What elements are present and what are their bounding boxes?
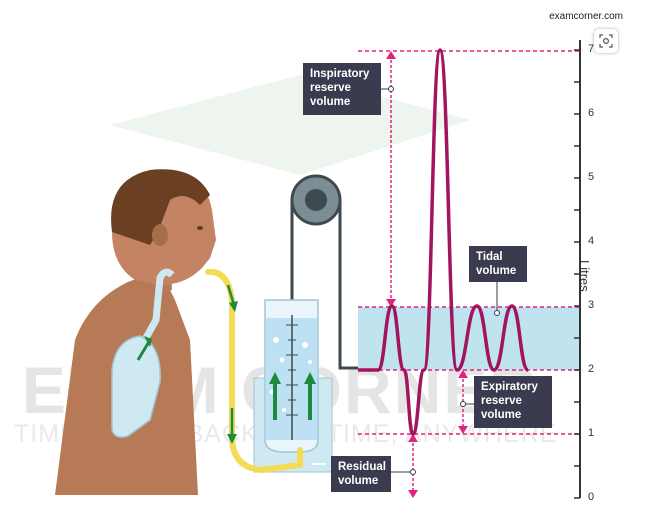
airflow-arrow-lung <box>136 339 152 361</box>
callout-tidal: Tidal volume <box>469 246 527 282</box>
y-tick-label: 4 <box>588 235 595 247</box>
person-hair <box>111 169 210 245</box>
pulley-hub <box>305 189 327 211</box>
callout-expiratory-reserve: Expiratory reserve volume <box>474 376 552 428</box>
leader-lines <box>381 86 500 475</box>
callout-line: volume <box>310 96 351 108</box>
y-tick-label: 1 <box>588 427 595 439</box>
image-search-icon <box>599 34 613 48</box>
watermark-cap-icon <box>110 75 470 175</box>
source-credit: examcorner.com <box>549 11 623 22</box>
callout-line: Expiratory <box>481 381 538 393</box>
callout-residual: Residual volume <box>331 456 391 492</box>
arrow-head-tube-1 <box>229 301 238 312</box>
callout-line: Tidal <box>476 251 503 263</box>
y-tick-label: 6 <box>588 107 595 119</box>
airway <box>138 268 175 347</box>
y-tick-label: 7 <box>588 43 595 55</box>
y-axis-ticks <box>574 49 580 499</box>
callout-inspiratory-reserve: Inspiratory reserve volume <box>303 63 381 115</box>
y-tick-label: 0 <box>588 491 595 503</box>
callout-line: Residual <box>338 461 386 473</box>
spirometer-trace <box>357 48 530 436</box>
arrow-head-chamber-1 <box>269 372 281 384</box>
y-tick-label: 3 <box>588 299 595 311</box>
callout-line: volume <box>481 409 522 421</box>
callout-line: reserve <box>481 395 522 407</box>
arrow-head-tube-2 <box>227 434 237 444</box>
y-axis-title: Litres <box>577 260 592 292</box>
airflow-arrow-tube-1 <box>226 284 236 306</box>
lung <box>111 335 161 438</box>
callout-line: reserve <box>310 82 351 94</box>
y-tick-label: 5 <box>588 171 595 183</box>
arrow-head-chamber-2 <box>304 372 316 384</box>
arrow-head-lung <box>144 336 152 347</box>
cable-right <box>338 200 362 370</box>
measure-arrow-heads <box>386 51 468 498</box>
callout-line: volume <box>338 475 379 487</box>
person-ear <box>152 224 168 246</box>
callout-line: volume <box>476 265 517 277</box>
callout-line: Inspiratory <box>310 68 370 80</box>
tidal-band <box>358 307 580 370</box>
person-eye <box>197 226 203 230</box>
y-tick-label: 2 <box>588 363 595 375</box>
chamber-scale <box>286 315 298 440</box>
image-search-button[interactable] <box>594 29 618 53</box>
